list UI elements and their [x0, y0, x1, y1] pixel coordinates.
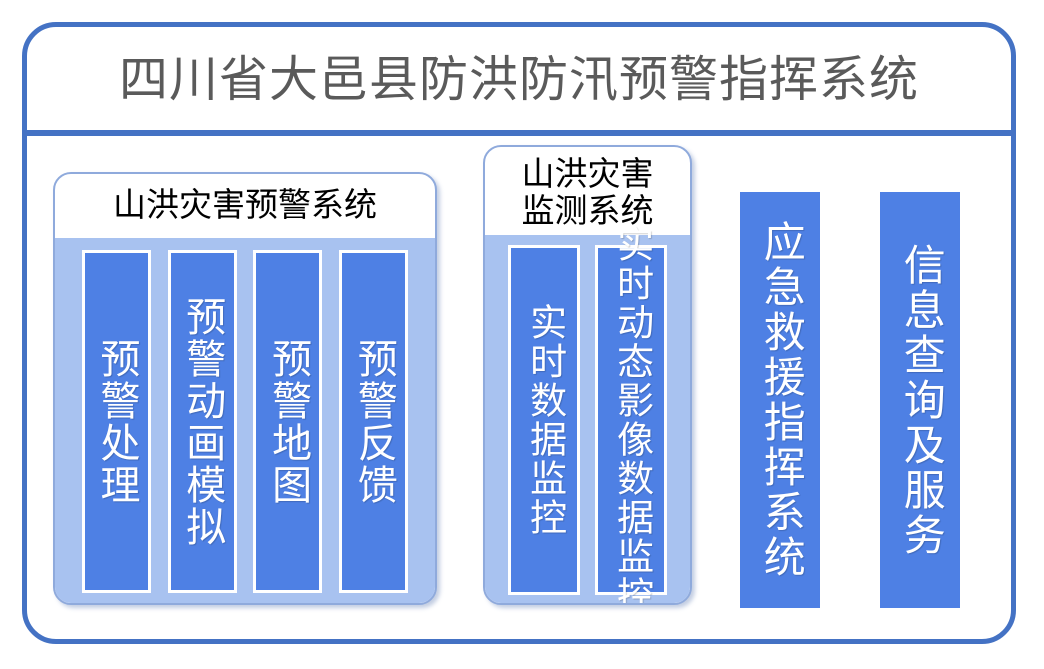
tile-warning-processing[interactable]: 预警处理	[81, 250, 151, 593]
group-title-warning-system: 山洪灾害预警系统	[113, 188, 377, 224]
tile-warning-map[interactable]: 预警地图	[253, 250, 323, 593]
tile-label: 信息查询及服务	[897, 242, 944, 558]
group-body-warning-system: 预警处理 预警动画模拟 预警地图 预警反馈	[55, 238, 435, 603]
tile-label: 预警地图	[266, 337, 312, 506]
title-bar: 四川省大邑县防洪防汛预警指挥系统	[27, 27, 1011, 133]
group-panel-monitor-system[interactable]: 山洪灾害 监测系统 实时数据监控 实时动态影像数据监控	[483, 145, 692, 605]
group-body-monitor-system: 实时数据监控 实时动态影像数据监控	[485, 225, 690, 603]
tile-warning-feedback[interactable]: 预警反馈	[339, 250, 409, 593]
tile-label: 实时动态影像数据监控	[610, 225, 652, 605]
title-divider	[27, 130, 1013, 136]
tile-realtime-dynamic-image-data-monitoring[interactable]: 实时动态影像数据监控	[595, 225, 667, 603]
tile-realtime-data-monitoring[interactable]: 实时数据监控	[508, 245, 580, 595]
tile-label: 实时数据监控	[523, 303, 565, 537]
tile-label: 预警反馈	[351, 337, 397, 506]
group-panel-warning-system[interactable]: 山洪灾害预警系统 预警处理 预警动画模拟 预警地图 预警反馈	[53, 172, 437, 605]
tile-warning-animation-simulation[interactable]: 预警动画模拟	[167, 250, 237, 593]
tile-emergency-rescue-command-system[interactable]: 应急救援指挥系统	[740, 192, 820, 608]
tile-label: 应急救援指挥系统	[757, 220, 804, 580]
group-title-monitor-system: 山洪灾害 监测系统	[521, 157, 654, 230]
tile-label: 预警动画模拟	[180, 295, 226, 548]
tile-information-query-and-service[interactable]: 信息查询及服务	[880, 192, 960, 608]
tile-label: 预警处理	[94, 337, 140, 506]
page-title: 四川省大邑县防洪防汛预警指挥系统	[118, 52, 919, 107]
